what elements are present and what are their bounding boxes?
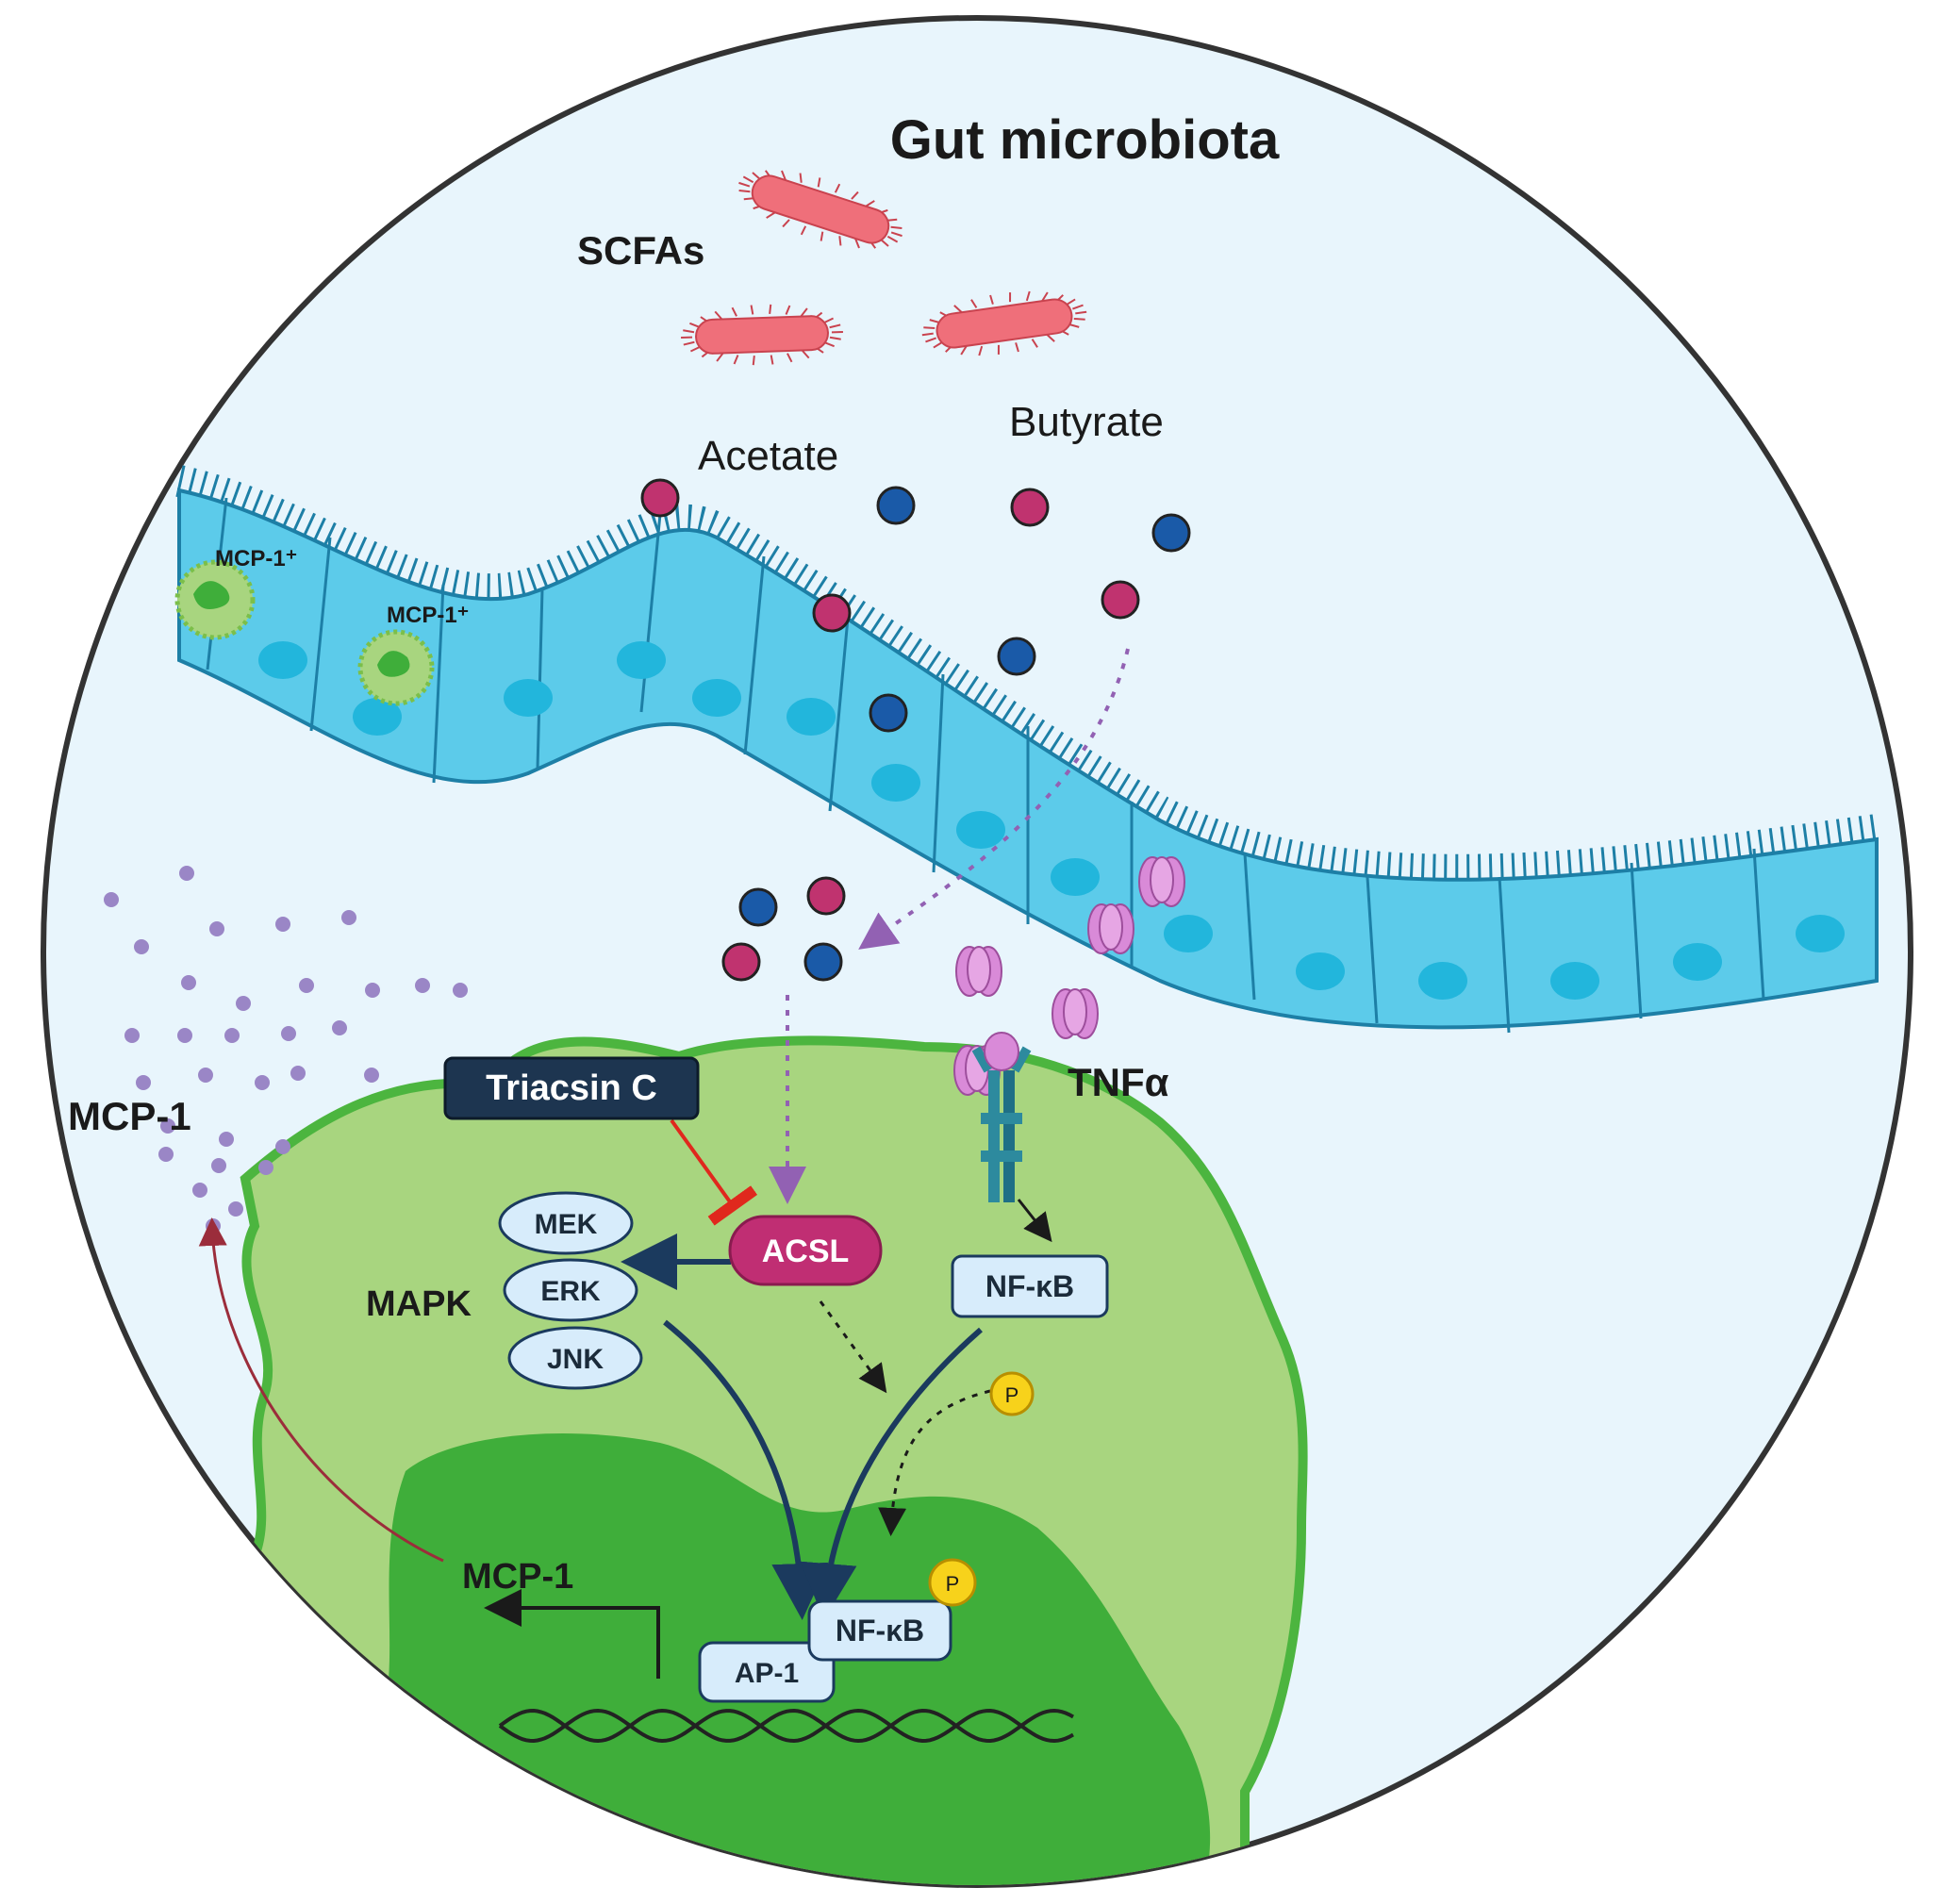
jnk-node: JNK [507, 1326, 643, 1390]
svg-text:P: P [946, 1572, 960, 1596]
mcp1-dot [453, 983, 468, 998]
phosphate-bound-icon: P [928, 1558, 977, 1607]
mcp1-dot [181, 975, 196, 990]
mcp1-dot [365, 983, 380, 998]
svg-text:AP-1: AP-1 [735, 1658, 799, 1689]
scfas-label: SCFAs [577, 228, 704, 273]
butyrate-label: Butyrate [1009, 399, 1164, 445]
mcp1-dot [124, 1028, 140, 1043]
bacterium-3 [921, 290, 1087, 356]
mapk-label: MAPK [366, 1284, 472, 1324]
scfa-dot [721, 942, 761, 982]
mcp1-dot [104, 892, 119, 907]
mcp1-dot [255, 1075, 270, 1090]
scfa-dot [803, 942, 843, 982]
scfa-dot [876, 486, 916, 525]
mcp1-dot [136, 1075, 151, 1090]
bacterium-2 [681, 304, 843, 366]
nfkb-to-nucleus-arrow [800, 1327, 983, 1620]
tnf-trimer [955, 946, 1002, 997]
mcp1-dot [228, 1201, 243, 1217]
scfa-dot [1151, 513, 1191, 553]
mcp1-gene-label: MCP-1 [462, 1557, 573, 1597]
mcp1-dot [275, 917, 290, 932]
ap1-box: AP-1 [698, 1641, 836, 1703]
scfa-dot [1010, 488, 1050, 527]
phosphate-icon: P [989, 1371, 1035, 1416]
mcp1-dot [177, 1028, 192, 1043]
tnf-trimer [1138, 856, 1185, 907]
bacteria-group [681, 170, 1087, 366]
acetate-label: Acetate [698, 433, 838, 479]
tnf-receptor-icon [971, 1032, 1032, 1202]
tnf-alpha-molecules [953, 856, 1185, 1096]
acsl-to-nucleus-arrow [819, 1300, 887, 1394]
mcp1-dot [158, 1147, 174, 1162]
acsl-box: ACSL [728, 1215, 883, 1286]
mcp1-dot [211, 1158, 226, 1173]
mcp1-secreted-label: MCP-1 [68, 1094, 191, 1138]
mek-node: MEK [498, 1191, 634, 1255]
pathway-arrows [198, 648, 1130, 1679]
mcp1-dot [290, 1066, 306, 1081]
svg-text:NF-κB: NF-κB [836, 1614, 924, 1647]
mcp1-positive-cell-a [174, 559, 256, 640]
mcp1-dot [332, 1020, 347, 1035]
svg-text:ACSL: ACSL [762, 1233, 850, 1269]
scfa-dot [997, 637, 1036, 676]
mcp1-dot [134, 939, 149, 954]
mcp1-dot [236, 996, 251, 1011]
scfa-dot [812, 593, 852, 633]
mcp1-cell-label-b: MCP-1⁺ [387, 603, 469, 628]
svg-text:JNK: JNK [547, 1344, 604, 1375]
mcp1-cell-label-a: MCP-1⁺ [215, 546, 297, 571]
tnf-trimer [1052, 988, 1099, 1039]
mcp1-secretion-arrow [198, 1217, 444, 1563]
svg-text:MEK: MEK [535, 1209, 598, 1240]
mcp1-dot [281, 1026, 296, 1041]
mcp1-dot [299, 978, 314, 993]
mcp1-dot [341, 910, 356, 925]
svg-text:Triacsin C: Triacsin C [486, 1068, 657, 1108]
svg-text:P: P [1005, 1383, 1019, 1407]
mcp1-dot [160, 1118, 175, 1134]
mcp1-positive-cell-b [357, 629, 435, 706]
triacsin-inhibition [670, 1118, 758, 1226]
mcp1-dot [219, 1132, 234, 1147]
mcp1-dot [179, 866, 194, 881]
mcp1-dot [224, 1028, 240, 1043]
mcp1-dot [275, 1139, 290, 1154]
mcp1-dot [209, 921, 224, 936]
nfkb-nuclear-box: NF-κB [807, 1599, 952, 1662]
erk-to-nucleus-arrow [663, 1319, 829, 1620]
mcp1-dot [192, 1183, 207, 1198]
svg-text:NF-κB: NF-κB [985, 1269, 1074, 1303]
scfa-dot [640, 478, 680, 518]
nfkb-cytoplasmic-box: NF-κB [951, 1254, 1109, 1318]
transcription-arrow [484, 1589, 660, 1679]
dna-helix-icon [498, 1708, 1074, 1744]
diagram-title: Gut microbiota [890, 109, 1280, 171]
mcp1-dot [415, 978, 430, 993]
mcp1-secreted-dots [104, 866, 468, 1233]
mcp1-dot [364, 1068, 379, 1083]
scfa-dot [806, 876, 846, 916]
scfa-dot [1101, 580, 1140, 620]
scfa-dot [738, 887, 778, 927]
triacsin-c-box: Triacsin C [443, 1056, 700, 1120]
tnfa-label: TNFα [1068, 1060, 1169, 1104]
receptor-to-nfkb-arrow [1017, 1199, 1052, 1243]
tnf-trimer [1087, 903, 1134, 954]
mcp1-dot [258, 1160, 273, 1175]
scfa-molecules [640, 478, 1191, 982]
phospho-to-nfkb-arrow [878, 1389, 991, 1536]
svg-text:ERK: ERK [540, 1276, 601, 1307]
mcp1-dot [198, 1068, 213, 1083]
erk-node: ERK [503, 1258, 638, 1322]
scfa-dot [869, 693, 908, 733]
